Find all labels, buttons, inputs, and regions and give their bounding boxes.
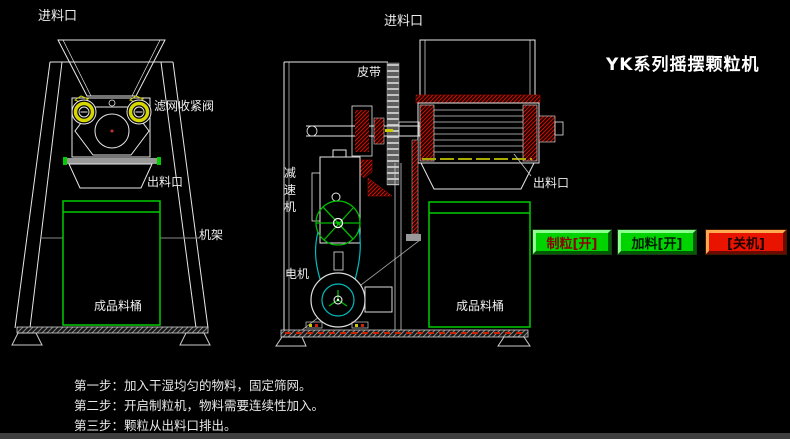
side-view-drawing <box>275 39 564 347</box>
screen-tightening-knob-right <box>126 95 152 125</box>
instruction-step-1: 第一步：加入干湿均匀的物料，固定筛网。 <box>74 378 312 393</box>
shutdown-button[interactable]: [关机] <box>705 229 787 255</box>
pulley-wheel <box>315 200 361 246</box>
screen-valve-label: 滤网收紧阀 <box>154 99 215 113</box>
instruction-step-2: 第二步：开启制粒机，物料需要连续性加入。 <box>74 398 325 413</box>
instruction-step-3: 第三步：颗粒从出料口排出。 <box>74 418 237 433</box>
front-barrel-label: 成品料桶 <box>94 299 143 313</box>
side-base <box>275 329 531 347</box>
front-product-barrel <box>62 200 161 326</box>
front-outlet-chute <box>63 157 161 189</box>
side-barrel-label: 成品料桶 <box>456 299 505 313</box>
belt-label: 皮带 <box>357 65 382 79</box>
screen-tightening-knob-left <box>71 95 97 125</box>
feed-on-button[interactable]: 加料[开] <box>617 229 697 255</box>
reducer-gearbox <box>311 149 361 244</box>
front-view-drawing <box>11 39 211 346</box>
front-base <box>11 326 211 346</box>
motor <box>305 251 393 329</box>
front-hopper <box>57 39 166 97</box>
motor-label: 电机 <box>285 267 310 281</box>
side-outlet-label: 出料口 <box>533 176 570 190</box>
window-bottom-edge <box>0 433 790 439</box>
side-hopper <box>415 39 541 104</box>
reducer-label: 减速机 <box>284 166 297 214</box>
granulate-on-button[interactable]: 制粒[开] <box>532 229 612 255</box>
front-inlet-label: 进料口 <box>38 9 78 24</box>
page-title: YK系列摇摆颗粒机 <box>606 55 760 75</box>
instruction-steps: 第一步：加入干湿均匀的物料，固定筛网。 第二步：开启制粒机，物料需要连续性加入。… <box>74 376 324 436</box>
front-outlet-label: 出料口 <box>147 175 184 189</box>
frame-label: 机架 <box>199 228 224 242</box>
granulate-on-button-label: 制粒[开] <box>546 236 598 252</box>
side-product-barrel <box>428 201 531 328</box>
feed-on-button-label: 加料[开] <box>631 236 683 252</box>
side-outlet-chute <box>394 139 535 330</box>
roller-drum <box>398 102 564 164</box>
drive-belt <box>386 62 400 186</box>
side-inlet-label: 进料口 <box>384 14 424 29</box>
shutdown-button-label: [关机] <box>727 236 765 252</box>
